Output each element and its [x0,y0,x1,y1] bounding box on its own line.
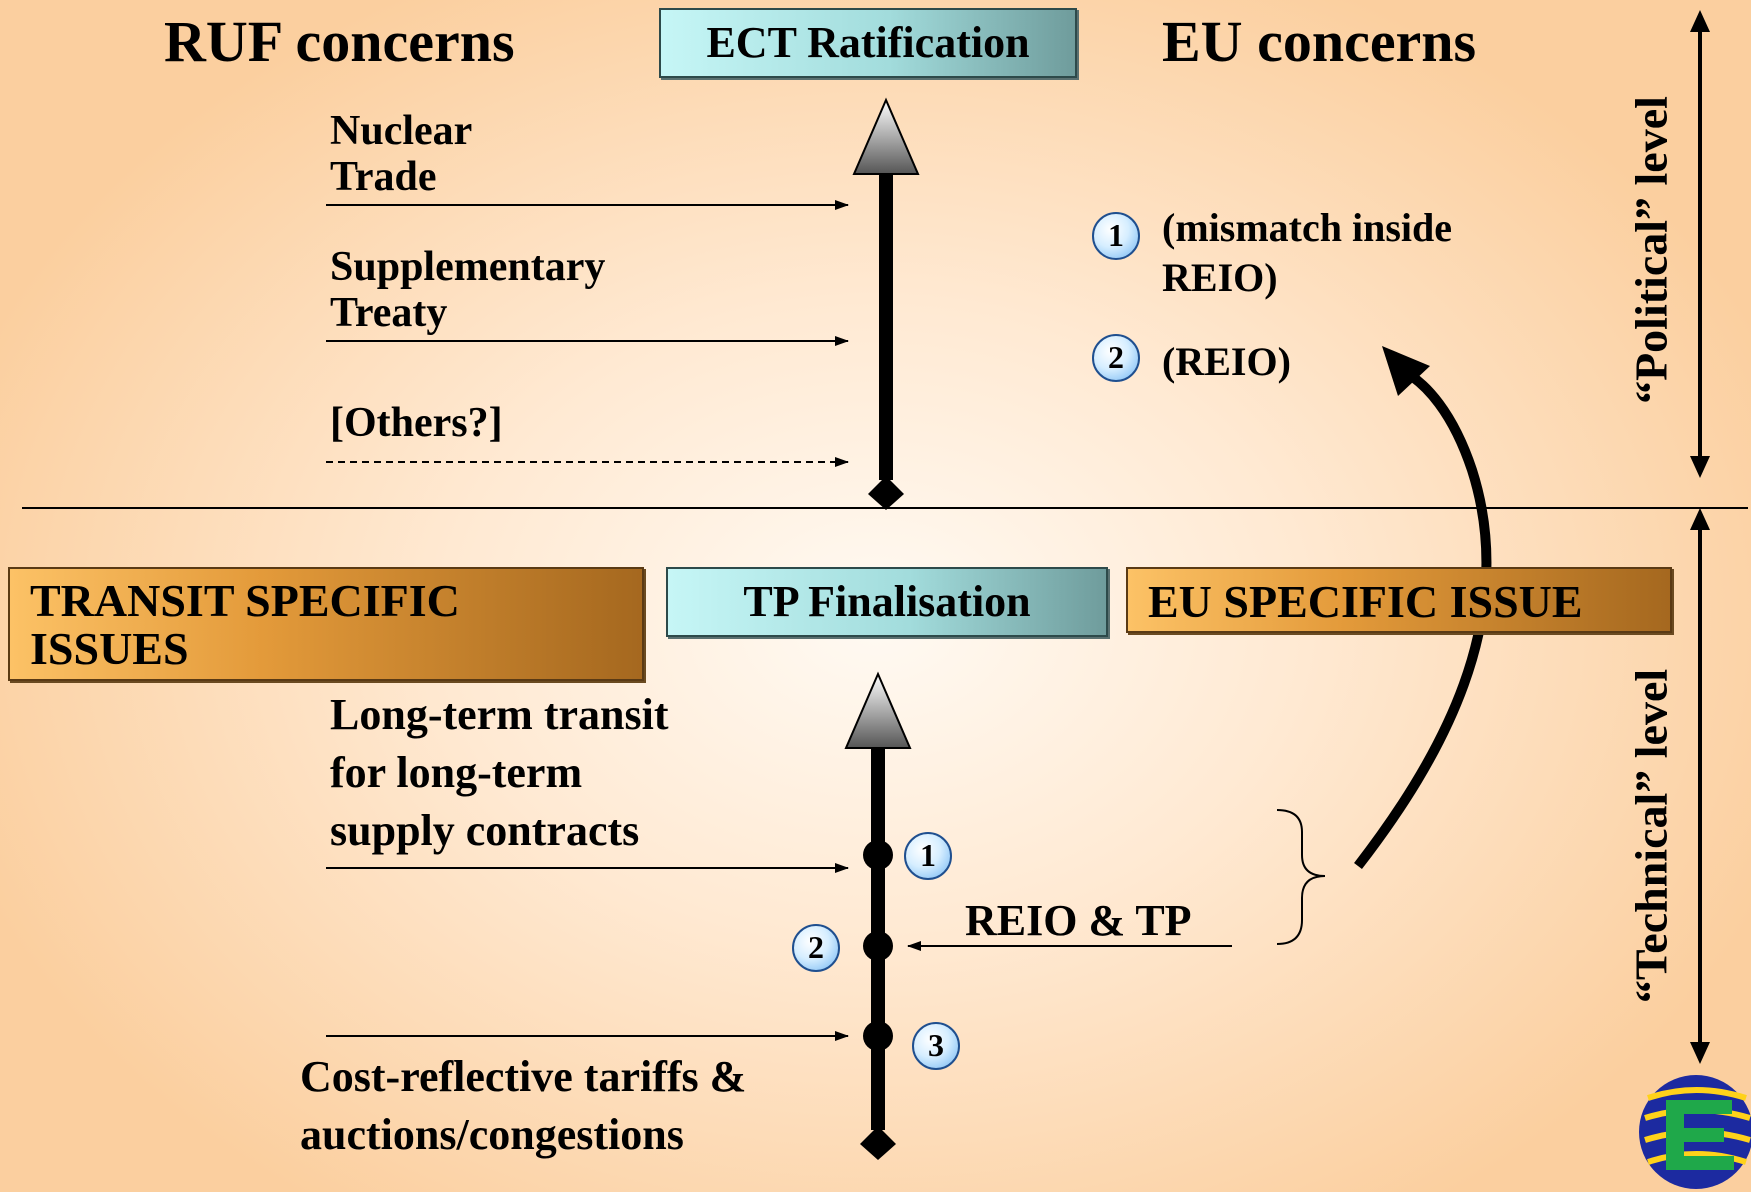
long-term-transit-line2: for long-term [330,748,583,797]
energy-charter-logo-icon [1639,1075,1751,1189]
ruf-supplementary-label: Supplementary [330,244,606,290]
escalation-arrow [1354,346,1492,870]
eu-item-1-badge: 1 [1092,212,1140,260]
reio-tp-label: REIO & TP [965,896,1192,945]
long-term-transit-line3: supply contracts [330,806,640,855]
transit-specific-issues-box: TRANSIT SPECIFIC ISSUES [8,567,644,681]
tp-finalisation-box: TP Finalisation [666,567,1108,637]
ect-ratification-box: ECT Ratification [659,8,1077,78]
ruf-treaty-label: Treaty [330,290,448,336]
ruf-nuclear-label: Nuclear [330,108,473,154]
eu-item-1-line2: REIO) [1162,255,1278,300]
technical-level-arrow [1690,508,1710,1064]
eu-item-2-badge: 2 [1092,334,1140,382]
ratification-axis [852,97,920,510]
ruf-concerns-heading: RUF concerns [164,9,515,74]
eu-specific-issue-box: EU SPECIFIC ISSUE [1126,567,1672,633]
timeline-badge-2: 2 [792,924,840,972]
timeline-node-2 [863,931,893,961]
technical-level-label: “Technical” level [1625,668,1677,1004]
eu-concerns-heading: EU concerns [1162,9,1477,74]
timeline-badge-3: 3 [912,1022,960,1070]
cost-reflective-line2: auctions/congestions [300,1110,684,1159]
long-term-transit-line1: Long-term transit [330,690,669,739]
reio-tp-brace [1276,809,1326,945]
cost-reflective-line1: Cost-reflective tariffs & [300,1052,747,1101]
timeline-node-1 [863,840,893,870]
transit-box-line1: TRANSIT SPECIFIC [30,575,460,626]
political-level-arrow [1690,10,1710,478]
eu-item-2-text: (REIO) [1162,339,1291,384]
transit-box-line2: ISSUES [30,623,189,674]
ruf-trade-label: Trade [330,154,437,200]
political-level-label: “Political” level [1625,96,1677,404]
eu-item-1-line1: (mismatch inside [1162,205,1452,250]
ruf-others-label: [Others?] [330,400,503,446]
finalisation-axis [844,671,912,1160]
timeline-badge-1: 1 [904,832,952,880]
timeline-node-3 [863,1021,893,1051]
